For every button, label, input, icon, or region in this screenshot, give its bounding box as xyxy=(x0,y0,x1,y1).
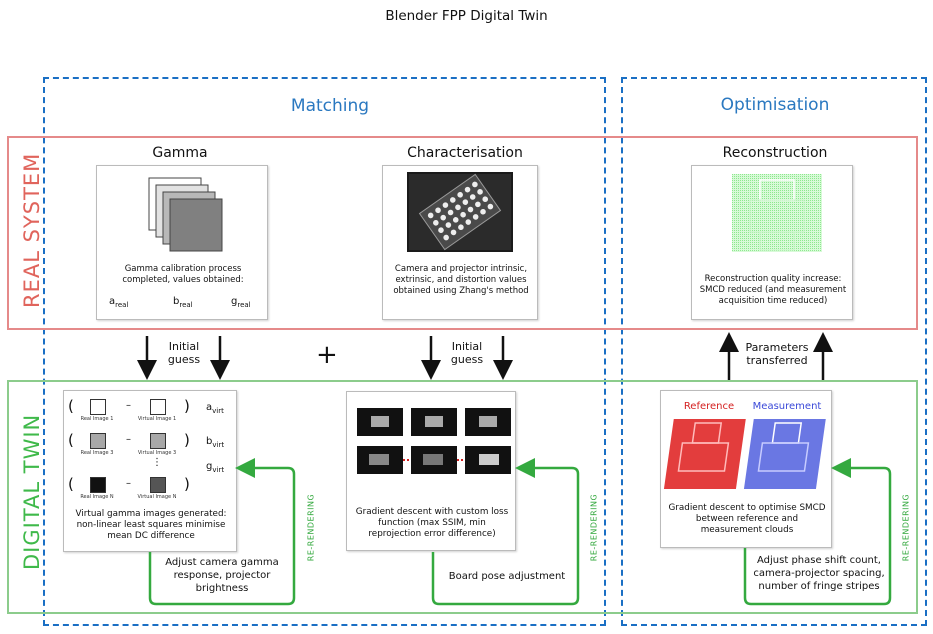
a-real: areal xyxy=(109,296,129,309)
ellipsis-dots: ⋮ xyxy=(152,457,162,468)
digital-twin-row xyxy=(7,380,918,614)
paren-close-1: ) xyxy=(184,397,190,415)
virtual-image-1-swatch xyxy=(150,399,166,415)
real-reconstruction-card: Reconstruction quality increase: SMCD re… xyxy=(691,165,853,320)
twin-characterisation-caption: Gradient descent with custom loss functi… xyxy=(355,507,509,539)
char-adjust-label: Board pose adjustment xyxy=(448,571,566,582)
minus-2: – xyxy=(126,434,131,445)
paren-open-2: ( xyxy=(68,431,74,449)
real-gamma-card: Gamma calibration process completed, val… xyxy=(96,165,268,320)
real-image-n-label: Real Image N xyxy=(80,494,114,500)
initial-guess-label-2: Initial guess xyxy=(450,340,484,366)
matching-frame xyxy=(43,77,606,626)
reconstruction-heading: Reconstruction xyxy=(722,145,828,161)
real-reconstruction-caption: Reconstruction quality increase: SMCD re… xyxy=(699,274,847,306)
reference-label: Reference xyxy=(683,401,735,412)
parameters-transferred-label: Parameters transferred xyxy=(745,341,809,367)
g-virt: gvirt xyxy=(206,461,225,474)
twin-gamma-caption: Virtual gamma images generated: non-line… xyxy=(75,509,227,541)
b-virt: bvirt xyxy=(206,436,225,449)
virtual-image-3-swatch xyxy=(150,433,166,449)
paren-close-2: ) xyxy=(184,431,190,449)
rerender-label-2: RE-RENDERING xyxy=(589,493,599,562)
a-virt: avirt xyxy=(206,402,224,415)
minus-1: – xyxy=(126,400,131,411)
real-image-3-label: Real Image 3 xyxy=(80,450,114,456)
virtual-image-3-label: Virtual Image 3 xyxy=(137,450,177,456)
twin-gamma-card: ( Real Image 1 – Virtual Image 1 ) avirt… xyxy=(63,390,237,552)
optimisation-loop xyxy=(743,458,892,606)
real-gamma-caption: Gamma calibration process completed, val… xyxy=(122,264,244,285)
rendered-boards-grid xyxy=(357,408,511,474)
twin-characterisation-card: Gradient descent with custom loss functi… xyxy=(346,391,516,551)
real-characterisation-caption: Camera and projector intrinsic, extrinsi… xyxy=(393,264,529,296)
rerender-label-1: RE-RENDERING xyxy=(306,493,316,562)
virtual-image-n-label: Virtual Image N xyxy=(137,494,177,500)
twin-optimisation-card: Reference Measurement Gradient descent t… xyxy=(660,390,832,548)
paren-open-1: ( xyxy=(68,397,74,415)
characterisation-loop xyxy=(431,458,580,606)
gamma-loop xyxy=(148,458,296,606)
virtual-image-n-swatch xyxy=(150,477,166,493)
virtual-image-1-label: Virtual Image 1 xyxy=(137,416,177,422)
real-system-row xyxy=(7,136,918,330)
paren-open-3: ( xyxy=(68,475,74,493)
transfer-arrows xyxy=(137,332,833,380)
real-characterisation-card: Camera and projector intrinsic, extrinsi… xyxy=(382,165,538,320)
real-image-n-swatch xyxy=(90,477,106,493)
twin-optimisation-caption: Gradient descent to optimise SMCD betwee… xyxy=(668,503,826,535)
rerender-label-3: RE-RENDERING xyxy=(901,493,911,562)
paren-close-3: ) xyxy=(184,475,190,493)
g-real: greal xyxy=(231,296,251,309)
measurement-label: Measurement xyxy=(752,401,822,412)
opt-adjust-label: Adjust phase shift count, camera-project… xyxy=(753,555,885,592)
pointcloud-comparison xyxy=(663,419,826,489)
real-image-1-swatch xyxy=(90,399,106,415)
reconstruction-pointcloud xyxy=(732,174,822,252)
real-image-1-label: Real Image 1 xyxy=(80,416,114,422)
optimisation-heading: Optimisation xyxy=(720,95,830,115)
calibration-board-image xyxy=(407,172,513,252)
initial-guess-label-1: Initial guess xyxy=(167,340,201,366)
gamma-stack-graphic xyxy=(148,177,223,252)
optimisation-frame xyxy=(621,77,927,626)
real-image-3-swatch xyxy=(90,433,106,449)
gamma-heading: Gamma xyxy=(152,145,208,161)
characterisation-heading: Characterisation xyxy=(407,145,523,161)
gamma-adjust-label: Adjust camera gamma response, projector … xyxy=(165,557,279,594)
plus-sign: + xyxy=(316,340,338,370)
minus-3: – xyxy=(126,478,131,489)
page-title: Blender FPP Digital Twin xyxy=(385,8,548,24)
b-real: breal xyxy=(173,296,193,309)
matching-heading: Matching xyxy=(290,96,370,116)
